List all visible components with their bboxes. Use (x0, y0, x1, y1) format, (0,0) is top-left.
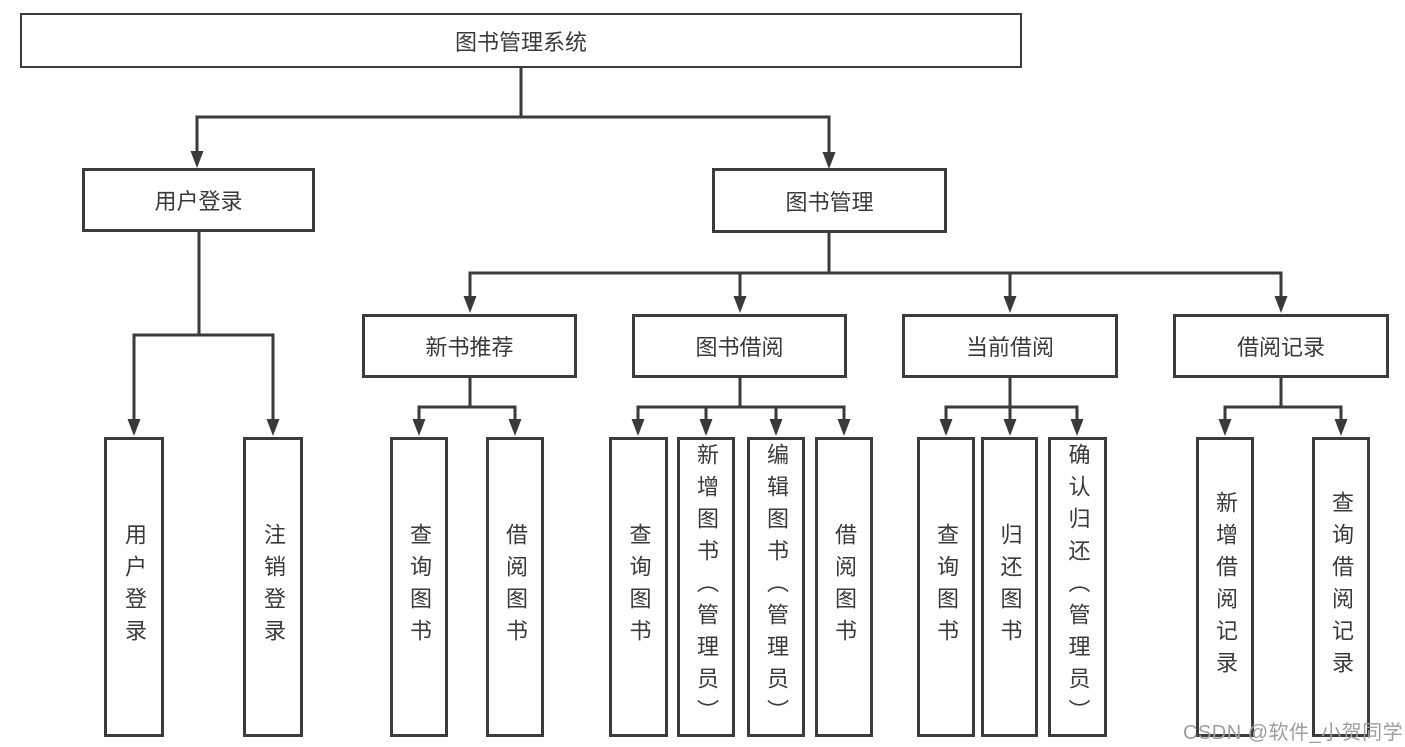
node-book-borrowing: 图书借阅 (632, 314, 847, 378)
node-borrowing-records: 借阅记录 (1173, 314, 1389, 378)
leaf-add-books-admin: 新增图书（管理员） (677, 437, 735, 737)
leaf-query-books-borrowing: 查询图书 (609, 437, 668, 737)
leaf-add-borrowing-record: 新增借阅记录 (1196, 437, 1254, 737)
leaf-edit-books-admin: 编辑图书（管理员） (747, 437, 805, 737)
node-current-borrowing: 当前借阅 (902, 314, 1118, 378)
leaf-user-login-label: 用户登录 (122, 523, 147, 651)
leaf-add-books-admin-label: 新增图书（管理员） (694, 443, 719, 731)
leaf-query-borrowing-record-label: 查询借阅记录 (1329, 491, 1354, 683)
leaf-return-books: 归还图书 (981, 437, 1038, 737)
leaf-add-borrowing-record-label: 新增借阅记录 (1213, 491, 1238, 683)
leaf-borrow-books-recommend-label: 借阅图书 (503, 523, 528, 651)
leaf-query-books-current: 查询图书 (917, 437, 975, 737)
node-book-management: 图书管理 (712, 168, 947, 233)
leaf-query-books-recommend-label: 查询图书 (407, 523, 432, 651)
csdn-watermark: CSDN @软件_小贺同学 (1183, 722, 1404, 744)
leaf-query-books-current-label: 查询图书 (934, 523, 959, 651)
leaf-query-books-borrowing-label: 查询图书 (626, 523, 652, 651)
node-user-login: 用户登录 (82, 168, 315, 232)
leaf-query-borrowing-record: 查询借阅记录 (1312, 437, 1370, 737)
arrowheads (127, 151, 1348, 436)
leaf-return-books-label: 归还图书 (997, 523, 1023, 651)
leaf-confirm-return-admin-label: 确认归还（管理员） (1065, 443, 1091, 731)
leaf-user-login: 用户登录 (104, 437, 164, 737)
leaf-logout: 注销登录 (243, 437, 303, 737)
node-library-system: 图书管理系统 (20, 13, 1022, 68)
leaf-logout-label: 注销登录 (261, 523, 286, 651)
leaf-borrow-books: 借阅图书 (815, 437, 873, 737)
leaf-borrow-books-label: 借阅图书 (832, 523, 857, 651)
node-new-book-recommend: 新书推荐 (362, 314, 577, 378)
leaf-borrow-books-recommend: 借阅图书 (486, 437, 544, 737)
leaf-edit-books-admin-label: 编辑图书（管理员） (764, 443, 789, 731)
leaf-confirm-return-admin: 确认归还（管理员） (1048, 437, 1107, 737)
leaf-query-books-recommend: 查询图书 (390, 437, 448, 737)
